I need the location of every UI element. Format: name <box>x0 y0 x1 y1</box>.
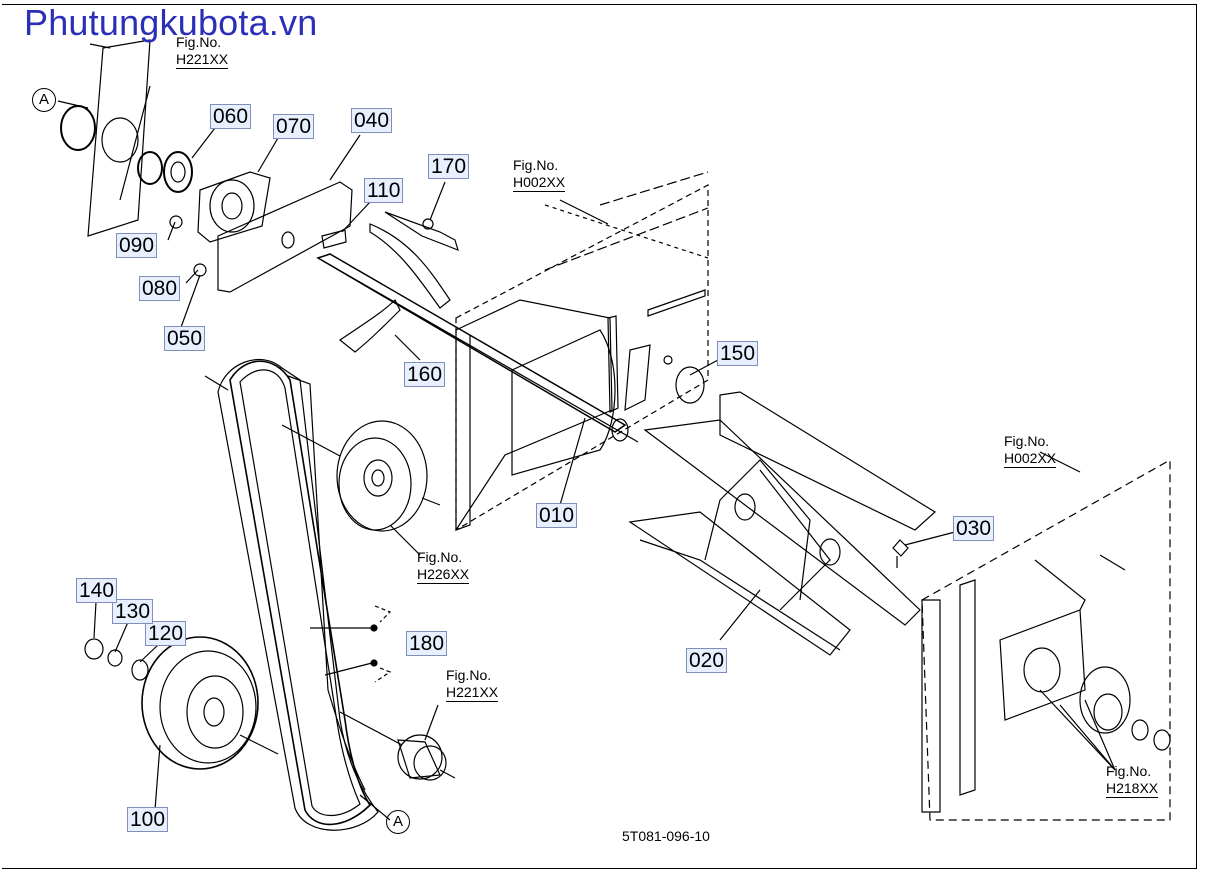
fig-ref-label: Fig.No. <box>446 667 492 683</box>
part-130[interactable]: 130 <box>112 599 154 624</box>
part-170[interactable]: 170 <box>428 154 470 179</box>
fig-ref-code: H002XX <box>1004 450 1057 468</box>
fig-ref-code: H218XX <box>1106 780 1159 798</box>
watermark: Phutungkubota.vn <box>24 2 318 43</box>
part-070[interactable]: 070 <box>273 114 315 139</box>
fig-ref-label: Fig.No. <box>513 157 559 173</box>
fig-ref-label: Fig.No. <box>1004 433 1050 449</box>
part-050[interactable]: 050 <box>164 326 206 351</box>
bracket-plate-outline <box>87 39 151 237</box>
fig-ref-code: H002XX <box>513 174 566 192</box>
circle-ref-a-top: A <box>32 88 56 112</box>
part-060[interactable]: 060 <box>210 104 252 129</box>
drawing-frame <box>2 4 1197 869</box>
part-020[interactable]: 020 <box>686 648 728 673</box>
part-160[interactable]: 160 <box>404 362 446 387</box>
circle-ref-a-bottom: A <box>386 810 410 834</box>
fig-ref-frame-top[interactable]: Fig.No. H002XX <box>513 157 566 192</box>
fig-ref-label: Fig.No. <box>176 34 222 50</box>
fig-ref-code: H226XX <box>417 566 470 584</box>
part-080[interactable]: 080 <box>139 276 181 301</box>
fig-ref-code: H221XX <box>176 51 229 69</box>
fig-ref-bottom-right[interactable]: Fig.No. H218XX <box>1106 763 1159 798</box>
part-010[interactable]: 010 <box>536 503 578 528</box>
fig-ref-top-left[interactable]: Fig.No. H221XX <box>176 34 229 69</box>
part-110[interactable]: 110 <box>364 178 404 203</box>
fig-ref-idler[interactable]: Fig.No. H221XX <box>446 667 499 702</box>
fig-ref-pulley[interactable]: Fig.No. H226XX <box>417 549 470 584</box>
part-090[interactable]: 090 <box>116 233 158 258</box>
part-120[interactable]: 120 <box>145 621 187 646</box>
fig-ref-code: H221XX <box>446 684 499 702</box>
part-040[interactable]: 040 <box>351 108 393 133</box>
part-150[interactable]: 150 <box>717 341 759 366</box>
part-100[interactable]: 100 <box>127 807 169 832</box>
part-030[interactable]: 030 <box>953 516 995 541</box>
part-180[interactable]: 180 <box>406 631 448 656</box>
drawing-number: 5T081-096-10 <box>622 828 710 844</box>
part-140[interactable]: 140 <box>76 578 118 603</box>
fig-ref-label: Fig.No. <box>1106 763 1152 779</box>
fig-ref-label: Fig.No. <box>417 549 463 565</box>
fig-ref-right-frame[interactable]: Fig.No. H002XX <box>1004 433 1057 468</box>
